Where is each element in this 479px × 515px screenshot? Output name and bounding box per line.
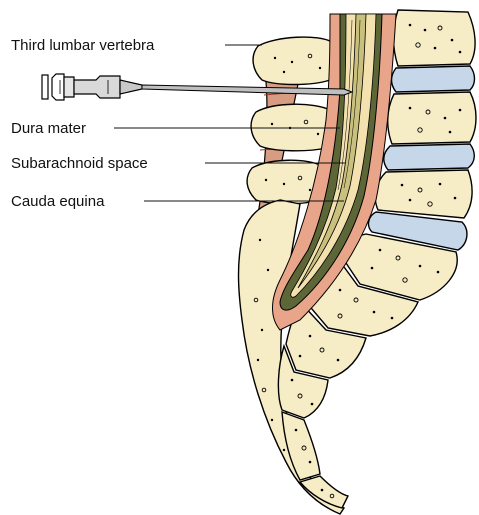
- label-text-cauda-equina: Cauda equina: [11, 193, 105, 210]
- label-text-third-lumbar-vertebra: Third lumbar vertebra: [11, 37, 155, 54]
- label-text-dura-mater: Dura mater: [11, 120, 86, 137]
- label-text-subarachnoid-space: Subarachnoid space: [11, 155, 148, 172]
- label-third-lumbar-vertebra: Third lumbar vertebra: [11, 37, 262, 54]
